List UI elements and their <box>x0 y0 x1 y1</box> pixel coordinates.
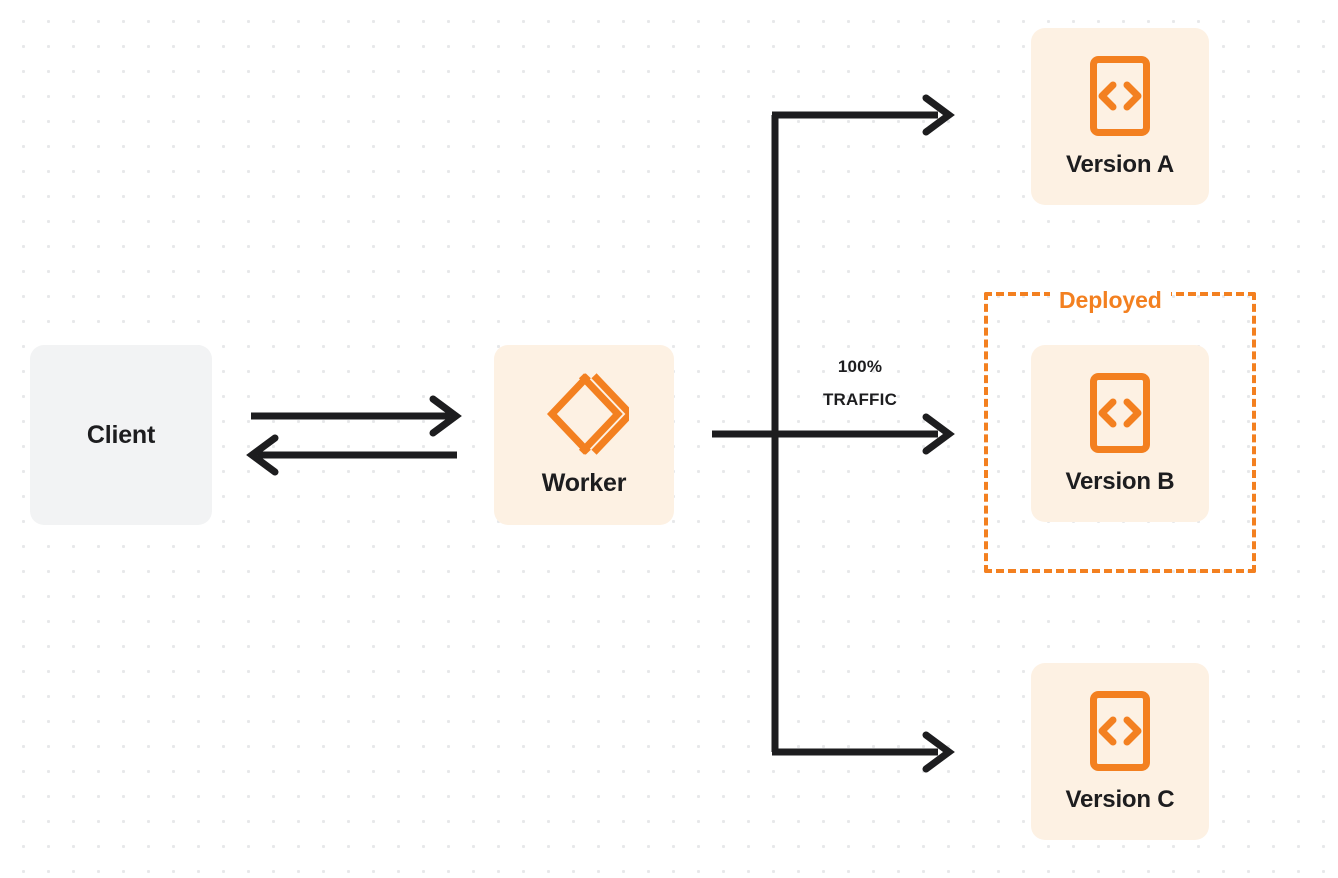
node-version-c-label: Version C <box>1065 785 1175 813</box>
code-brackets-icon <box>1089 690 1151 772</box>
node-version-b[interactable]: Version B <box>1031 345 1209 522</box>
arrow-worker-to-client <box>246 434 457 476</box>
traffic-word: TRAFFIC <box>822 390 898 409</box>
node-version-b-label: Version B <box>1065 467 1175 495</box>
code-brackets-icon <box>1089 55 1151 137</box>
arrow-client-to-worker <box>251 395 462 437</box>
cloudflare-workers-logo-icon <box>539 372 629 455</box>
node-version-c[interactable]: Version C <box>1031 663 1209 840</box>
node-client[interactable]: Client <box>30 345 212 525</box>
deployed-region-label: Deployed <box>1050 286 1171 314</box>
traffic-label: 100% TRAFFIC <box>790 350 930 416</box>
traffic-percent: 100% <box>837 357 883 376</box>
node-version-a-label: Version A <box>1065 150 1175 178</box>
arrow-worker-to-version-a <box>772 94 955 136</box>
code-brackets-icon <box>1089 372 1151 454</box>
node-worker-label: Worker <box>541 468 627 497</box>
arrow-worker-to-version-c <box>772 731 955 773</box>
arrow-worker-to-version-b <box>712 413 955 455</box>
node-version-a[interactable]: Version A <box>1031 28 1209 205</box>
node-client-label: Client <box>86 420 156 449</box>
node-worker[interactable]: Worker <box>494 345 674 525</box>
